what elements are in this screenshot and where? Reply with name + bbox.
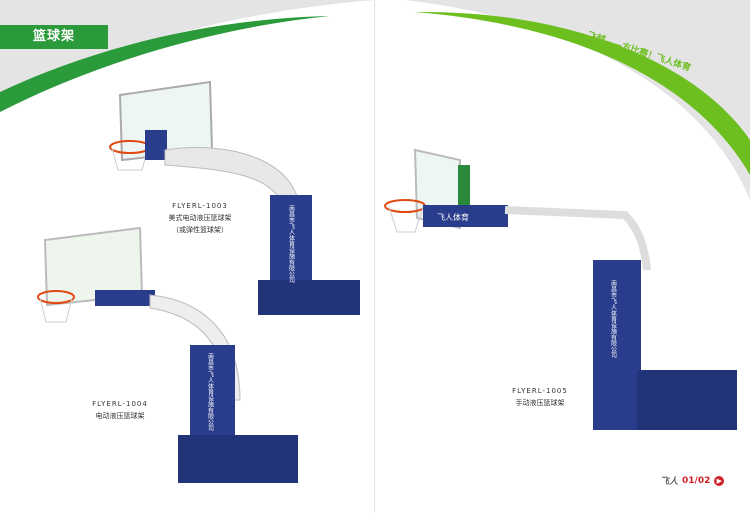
model-number: FLYERL-1003	[172, 202, 228, 210]
model-number: FLYERL-1004	[92, 400, 148, 408]
model-number: FLYERL-1005	[512, 387, 568, 395]
footer: 飞人 01/02 ▶	[660, 474, 725, 487]
product-name: 手动液压篮球架	[515, 399, 565, 407]
caption-1005: FLYERL-1005 手动液压篮球架	[490, 385, 590, 409]
svg-text:南昌市飞人体育设施有限公司: 南昌市飞人体育设施有限公司	[207, 352, 214, 431]
product-image-1005: 飞人体育 南昌市飞人体育设施有限公司	[384, 148, 737, 430]
arm-text: 飞人体育	[437, 212, 469, 222]
product-image-1004: 南昌市飞人体育设施有限公司	[37, 226, 298, 483]
section-title: 篮球架	[0, 25, 108, 49]
play-circle-icon[interactable]: ▶	[714, 475, 725, 486]
caption-1004: FLYERL-1004 电动液压篮球架	[70, 398, 170, 422]
brand-logo: 飞人	[660, 477, 679, 487]
left-page: 篮球架 南昌市飞人体育设施有限公司 FLYERL-1003 美式电动液压篮球架 …	[0, 0, 375, 483]
right-page: 飞人体育 南昌市飞人体育设施有限公司 FLYERL-1005 手动液压篮球架	[375, 0, 750, 513]
pad-text: 南昌市飞人体育设施有限公司	[288, 204, 295, 283]
product-note: （或弹性篮球架）	[172, 226, 228, 234]
product-name: 电动液压篮球架	[95, 412, 145, 420]
header-swoosh	[405, 0, 750, 200]
svg-text:南昌市飞人体育设施有限公司: 南昌市飞人体育设施有限公司	[610, 279, 617, 358]
product-image-1003: 南昌市飞人体育设施有限公司	[109, 80, 360, 315]
page-number: 01/02	[682, 475, 711, 486]
caption-1003: FLYERL-1003 美式电动液压篮球架 （或弹性篮球架）	[150, 200, 250, 236]
product-name: 美式电动液压篮球架	[168, 214, 232, 222]
